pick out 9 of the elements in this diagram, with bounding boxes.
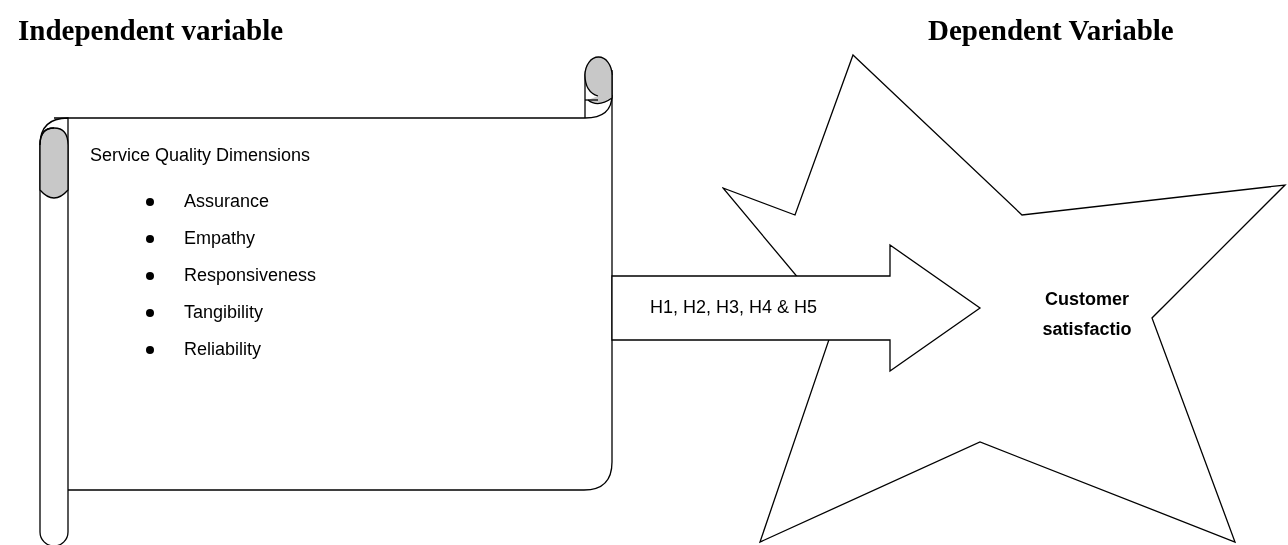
list-item: Reliability [184,338,262,361]
list-item: Responsiveness [184,264,317,287]
list-item: Tangibility [184,301,264,324]
list-item: Assurance [184,190,270,213]
scroll-heading: Service Quality Dimensions [90,144,312,167]
star-text: Customer satisfactio [1041,288,1133,341]
section-title: Independent variable [18,13,284,48]
list-item: Empathy [184,227,256,250]
section-title: Dependent Variable [928,13,1174,48]
